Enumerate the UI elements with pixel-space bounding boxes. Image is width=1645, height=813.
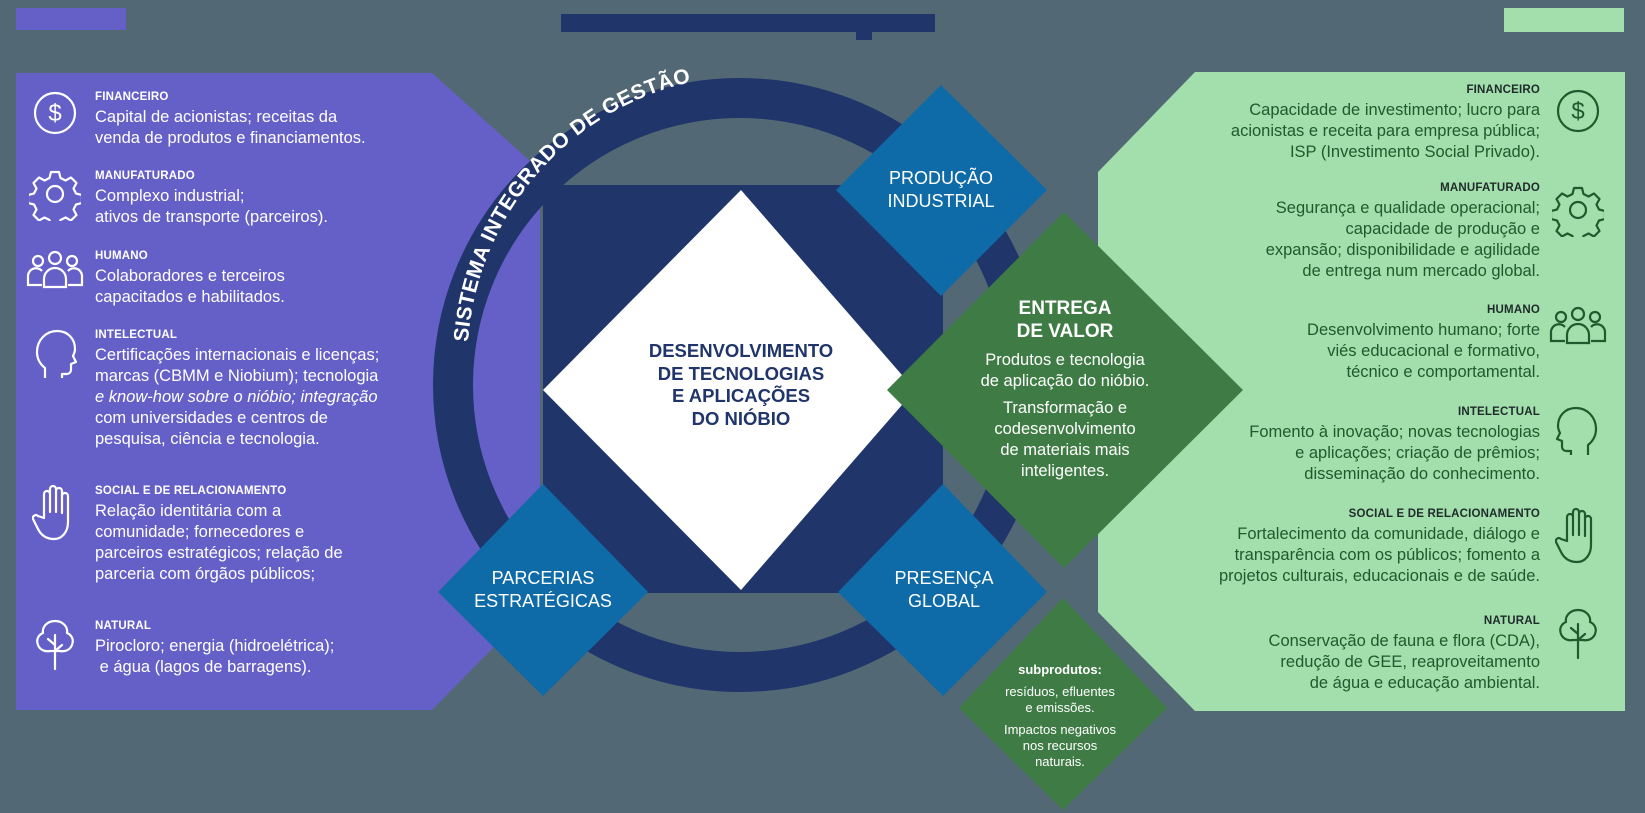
center-label: DESENVOLVIMENTO DE TECNOLOGIAS E APLICAÇ…	[648, 340, 834, 429]
dollar-icon: $	[24, 90, 86, 146]
dollar-icon: $	[1546, 88, 1610, 148]
diagram-title-notch	[856, 30, 872, 40]
parcerias-diamond	[438, 484, 648, 696]
entrega-paragraph-2: Transformação e codesenvolvimento de mat…	[994, 399, 1136, 480]
parcerias-label: PARCERIAS ESTRATÉGICAS	[474, 568, 612, 611]
diagram-title-bar	[561, 14, 935, 32]
entrega-paragraph-1: Produtos e tecnologia de aplicação do ni…	[980, 351, 1150, 390]
producao-label: PRODUÇÃO INDUSTRIAL	[887, 168, 995, 211]
head-icon	[1546, 405, 1610, 465]
subprodutos-paragraph-2: Impactos negativos nos recursos naturais…	[1003, 722, 1116, 769]
hand-icon	[1546, 507, 1610, 567]
subprodutos-title: subprodutos:	[1018, 662, 1102, 677]
svg-text:$: $	[48, 100, 61, 127]
subprodutos-diamond	[959, 598, 1167, 810]
tree-icon	[1546, 608, 1610, 668]
people-icon	[1546, 305, 1610, 365]
presenca-diamond	[838, 484, 1047, 696]
head-icon	[24, 328, 86, 384]
inputs-panel	[16, 73, 540, 710]
presenca-label: PRESENÇA GLOBAL	[894, 568, 994, 611]
gear-icon	[24, 169, 86, 225]
entrega-diamond	[887, 212, 1243, 568]
gear-icon	[1546, 185, 1610, 245]
svg-text:$: $	[1571, 98, 1584, 125]
people-icon	[24, 249, 86, 305]
tree-icon	[24, 619, 86, 675]
outputs-tag	[1504, 8, 1624, 32]
center-diamond	[543, 190, 915, 590]
subprodutos-paragraph-1: resíduos, efluentes e emissões.	[1005, 684, 1115, 715]
hand-icon	[24, 484, 86, 541]
outputs-panel	[1098, 72, 1625, 711]
producao-diamond	[836, 85, 1047, 296]
entrega-title: ENTREGA DE VALOR	[1016, 298, 1114, 342]
inputs-tag	[16, 8, 126, 30]
